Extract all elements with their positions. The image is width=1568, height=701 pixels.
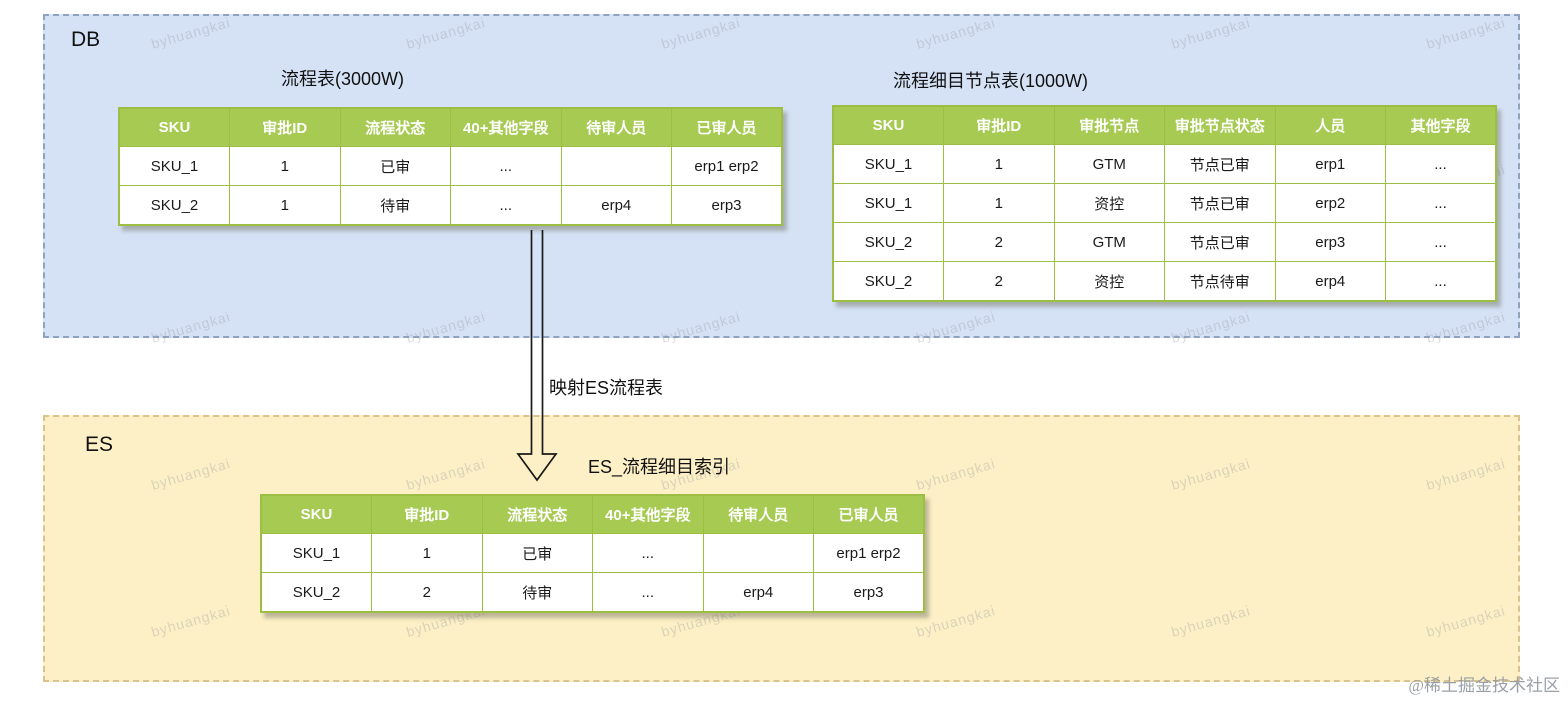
table-cell: SKU_1 — [832, 183, 944, 223]
mapping-arrow-label: 映射ES流程表 — [549, 378, 664, 398]
es-index-table-title: ES_流程细目索引 — [588, 457, 731, 477]
table-cell: 2 — [943, 222, 1055, 262]
table-cell: ... — [450, 185, 562, 226]
table-cell: 节点已审 — [1164, 183, 1276, 223]
table-cell: erp1 — [1274, 144, 1386, 184]
header-cell: 40+其他字段 — [592, 494, 704, 534]
header-cell: 已审人员 — [671, 107, 783, 147]
header-cell: SKU — [832, 105, 944, 145]
process-table-title: 流程表(3000W) — [281, 69, 405, 89]
table-cell: 1 — [943, 183, 1055, 223]
table-cell: erp4 — [560, 185, 672, 226]
table-cell: 1 — [371, 533, 483, 573]
credit-watermark: @稀土掘金技术社区 — [1408, 676, 1560, 695]
header-cell: 已审人员 — [813, 494, 925, 534]
header-cell: 流程状态 — [339, 107, 451, 147]
header-cell: 40+其他字段 — [450, 107, 562, 147]
table-cell: 节点已审 — [1164, 144, 1276, 184]
header-cell: 待审人员 — [702, 494, 814, 534]
header-cell: 审批ID — [229, 107, 341, 147]
table-cell: SKU_1 — [832, 144, 944, 184]
table-cell: erp2 — [1274, 183, 1386, 223]
header-cell: 其他字段 — [1385, 105, 1497, 145]
node-table-title: 流程细目节点表(1000W) — [893, 71, 1089, 91]
header-cell: 审批节点 — [1053, 105, 1165, 145]
table-cell: ... — [1385, 144, 1497, 184]
header-cell: SKU — [118, 107, 230, 147]
table-cell: erp3 — [813, 572, 925, 613]
table-cell: erp3 — [671, 185, 783, 226]
table-cell: ... — [592, 533, 704, 573]
es-label: ES — [85, 433, 114, 456]
table-cell: erp3 — [1274, 222, 1386, 262]
table-cell: 1 — [943, 144, 1055, 184]
table-cell: 资控 — [1053, 261, 1165, 302]
table-cell: 资控 — [1053, 183, 1165, 223]
table-cell: ... — [1385, 261, 1497, 302]
header-cell: 审批ID — [371, 494, 483, 534]
table-cell — [702, 533, 814, 573]
table-cell: SKU_1 — [260, 533, 372, 573]
table-cell: ... — [1385, 183, 1497, 223]
table-cell: 节点待审 — [1164, 261, 1276, 302]
db-label: DB — [71, 28, 101, 51]
header-cell: 审批ID — [943, 105, 1055, 145]
table-cell: ... — [1385, 222, 1497, 262]
table-cell: 2 — [371, 572, 483, 613]
table-cell: GTM — [1053, 144, 1165, 184]
header-cell: 人员 — [1274, 105, 1386, 145]
table-cell: 已审 — [339, 146, 451, 186]
table-cell: SKU_2 — [832, 222, 944, 262]
table-cell: 待审 — [339, 185, 451, 226]
table-cell: erp4 — [1274, 261, 1386, 302]
table-cell: SKU_2 — [260, 572, 372, 613]
header-cell: 流程状态 — [481, 494, 593, 534]
table-cell: 2 — [943, 261, 1055, 302]
table-cell: SKU_2 — [832, 261, 944, 302]
mapping-arrow — [516, 230, 558, 482]
table-cell: 1 — [229, 185, 341, 226]
header-cell: SKU — [260, 494, 372, 534]
table-cell: 节点已审 — [1164, 222, 1276, 262]
table-cell: ... — [592, 572, 704, 613]
table-cell: 1 — [229, 146, 341, 186]
table-cell: erp4 — [702, 572, 814, 613]
table-cell: SKU_1 — [118, 146, 230, 186]
table-cell: 待审 — [481, 572, 593, 613]
table-cell: ... — [450, 146, 562, 186]
header-cell: 审批节点状态 — [1164, 105, 1276, 145]
table-cell: GTM — [1053, 222, 1165, 262]
table-cell: 已审 — [481, 533, 593, 573]
table-cell: erp1 erp2 — [813, 533, 925, 573]
table-cell — [560, 146, 672, 186]
table-cell: erp1 erp2 — [671, 146, 783, 186]
mapping-arrow-shape — [516, 230, 558, 482]
table-cell: SKU_2 — [118, 185, 230, 226]
header-cell: 待审人员 — [560, 107, 672, 147]
